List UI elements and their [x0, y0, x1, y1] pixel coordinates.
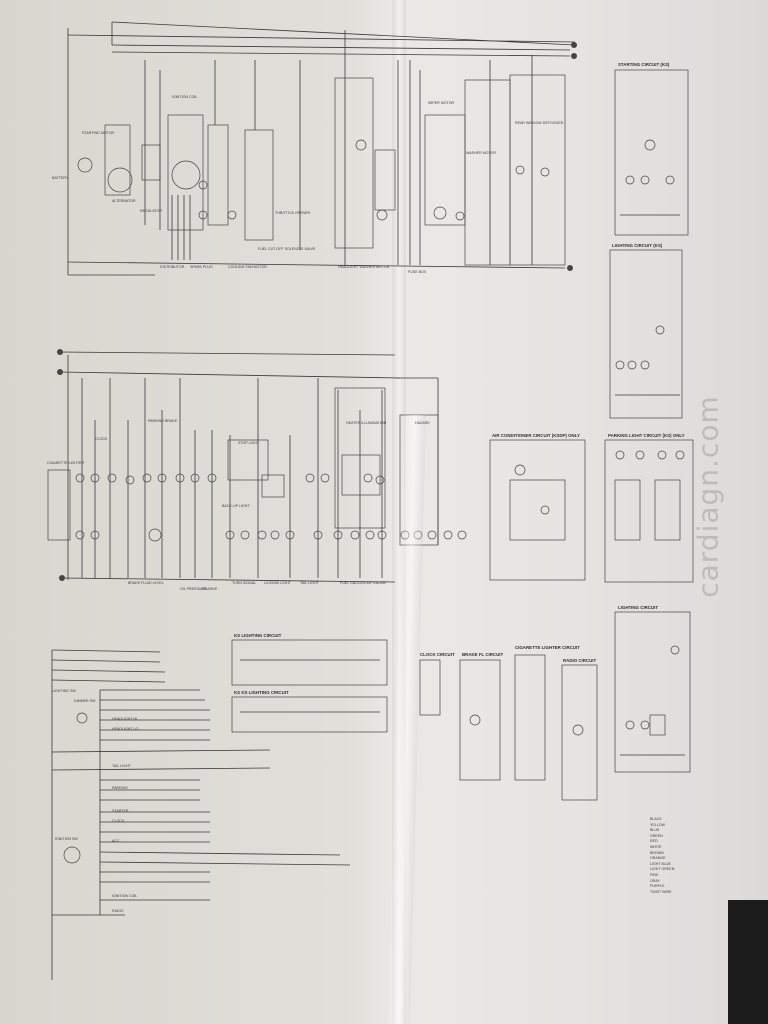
- mid-label: BRAKE FLUID LEVEL: [128, 581, 164, 585]
- radio-circuit-title: RADIO CIRCUIT: [563, 658, 597, 663]
- bottom-label: RADIO: [112, 909, 124, 913]
- legend-item: GRAY: [650, 878, 660, 883]
- top-label: REGULATOR: [140, 209, 163, 213]
- bottom-label: DIMMER SW: [74, 699, 96, 703]
- starting-circuit-title: STARTING CIRCUIT (KS): [618, 62, 670, 67]
- top-label: IGNITION COIL: [172, 95, 198, 99]
- clock-circuit-title: CLOCK CIRCUIT: [420, 652, 455, 657]
- mid-label: FUEL GAUGE: [340, 581, 364, 585]
- mid-label: CIGARETTE LIGHTER: [47, 461, 85, 465]
- mid-label: HEATER ILLUMINATION: [346, 421, 387, 425]
- bottom-label: HEADLIGHT HI: [112, 717, 138, 721]
- mid-label: HAZARD: [415, 421, 430, 425]
- bottom-label: IGNITION COIL: [112, 894, 138, 898]
- legend-item: PINK: [650, 872, 659, 877]
- top-label: REAR WINDOW DEFOGGER: [515, 121, 564, 125]
- mid-label: PARKING BRAKE: [148, 419, 178, 423]
- bottom-circuit-block: [51, 639, 598, 980]
- legend-item: GREEN: [650, 833, 663, 838]
- top-label: WIPER MOTOR: [428, 101, 455, 105]
- ks-ks-lighting-title: KS KS LIGHTING CIRCUIT: [234, 690, 289, 695]
- aircon-circuit-title: AIR CONDITIONER CIRCUIT (KSDP) ONLY: [492, 433, 580, 438]
- legend-item: BLACK: [650, 817, 662, 821]
- table-edge: [728, 900, 768, 1024]
- top-label: WASHER MOTOR: [466, 151, 496, 155]
- bottom-label: STARTER: [112, 809, 129, 813]
- legend-item: BROWN: [650, 850, 664, 855]
- mid-label: CLOCK: [95, 437, 108, 441]
- bottom-label: IGNITION SW: [55, 837, 78, 841]
- lighting-ks-title: LIGHTING CIRCUIT (KS): [612, 243, 663, 248]
- legend-item: BLUE: [650, 828, 660, 833]
- lighting-circuit-title: LIGHTING CIRCUIT: [618, 605, 659, 610]
- mid-label: LICENSE LIGHT: [264, 581, 291, 585]
- top-label: SPARK PLUG: [190, 265, 213, 269]
- bottom-label: HEADLIGHT LO: [112, 727, 139, 731]
- legend-item: WHITE: [650, 844, 662, 849]
- top-label: FUEL CUT-OFF SOLENOID VALVE: [258, 247, 316, 251]
- mid-label: BACK-UP LIGHT: [222, 504, 250, 508]
- top-label: DISTRIBUTOR: [160, 265, 185, 269]
- top-label: COOLING FAN MOTOR: [228, 265, 267, 269]
- bottom-label: CLOCK: [112, 819, 125, 823]
- top-label: THROTTLE OPENER: [275, 211, 311, 215]
- brake-circuit-title: BRAKE FL CIRCUIT: [462, 652, 504, 657]
- legend-item: TWIST WIRE: [650, 889, 672, 894]
- legend-item: LIGHT BLUE: [650, 861, 671, 866]
- mid-label: TEMP GAUGE: [362, 581, 386, 585]
- right-panels: [489, 69, 694, 773]
- top-label: BATTERY: [52, 176, 69, 180]
- top-label: STARTING MOTOR: [82, 131, 115, 135]
- watermark: cardiagn.com: [691, 395, 725, 598]
- bottom-label: TAIL LIGHT: [112, 764, 131, 768]
- bottom-label: ACC: [112, 839, 120, 843]
- legend-item: RED: [650, 839, 658, 844]
- top-label: HEADLIGHT WASHER MOTOR: [338, 265, 390, 269]
- ks-lighting-title: KS LIGHTING CIRCUIT: [234, 633, 282, 638]
- parking-circuit-title: PARKING LIGHT CIRCUIT (KS) ONLY: [608, 433, 685, 438]
- cigarette-circuit-title: CIGARETTE LIGHTER CIRCUIT: [515, 645, 580, 650]
- legend-item: PURPLE: [650, 884, 665, 889]
- mid-label: TURN SIGNAL: [232, 581, 257, 585]
- mid-label: OIL PRESSURE: [180, 587, 207, 591]
- top-label: FUSE BOX: [408, 270, 427, 274]
- top-label: ALTERNATOR: [112, 199, 136, 203]
- wire-color-legend: BLACK YELLOW BLUE GREEN RED WHITE BROWN …: [650, 817, 675, 894]
- mid-label: TAIL LIGHT: [300, 581, 319, 585]
- bottom-label: PARKING: [112, 786, 128, 790]
- bottom-label: LIGHTING SW: [52, 689, 76, 693]
- mid-label: CHARGE: [202, 587, 218, 591]
- legend-item: LIGHT GREEN: [650, 867, 675, 872]
- mid-label: STOP LIGHT: [238, 441, 260, 445]
- legend-item: YELLOW: [650, 822, 665, 827]
- legend-item: ORANGE: [650, 856, 666, 861]
- top-circuit-block: [67, 21, 577, 276]
